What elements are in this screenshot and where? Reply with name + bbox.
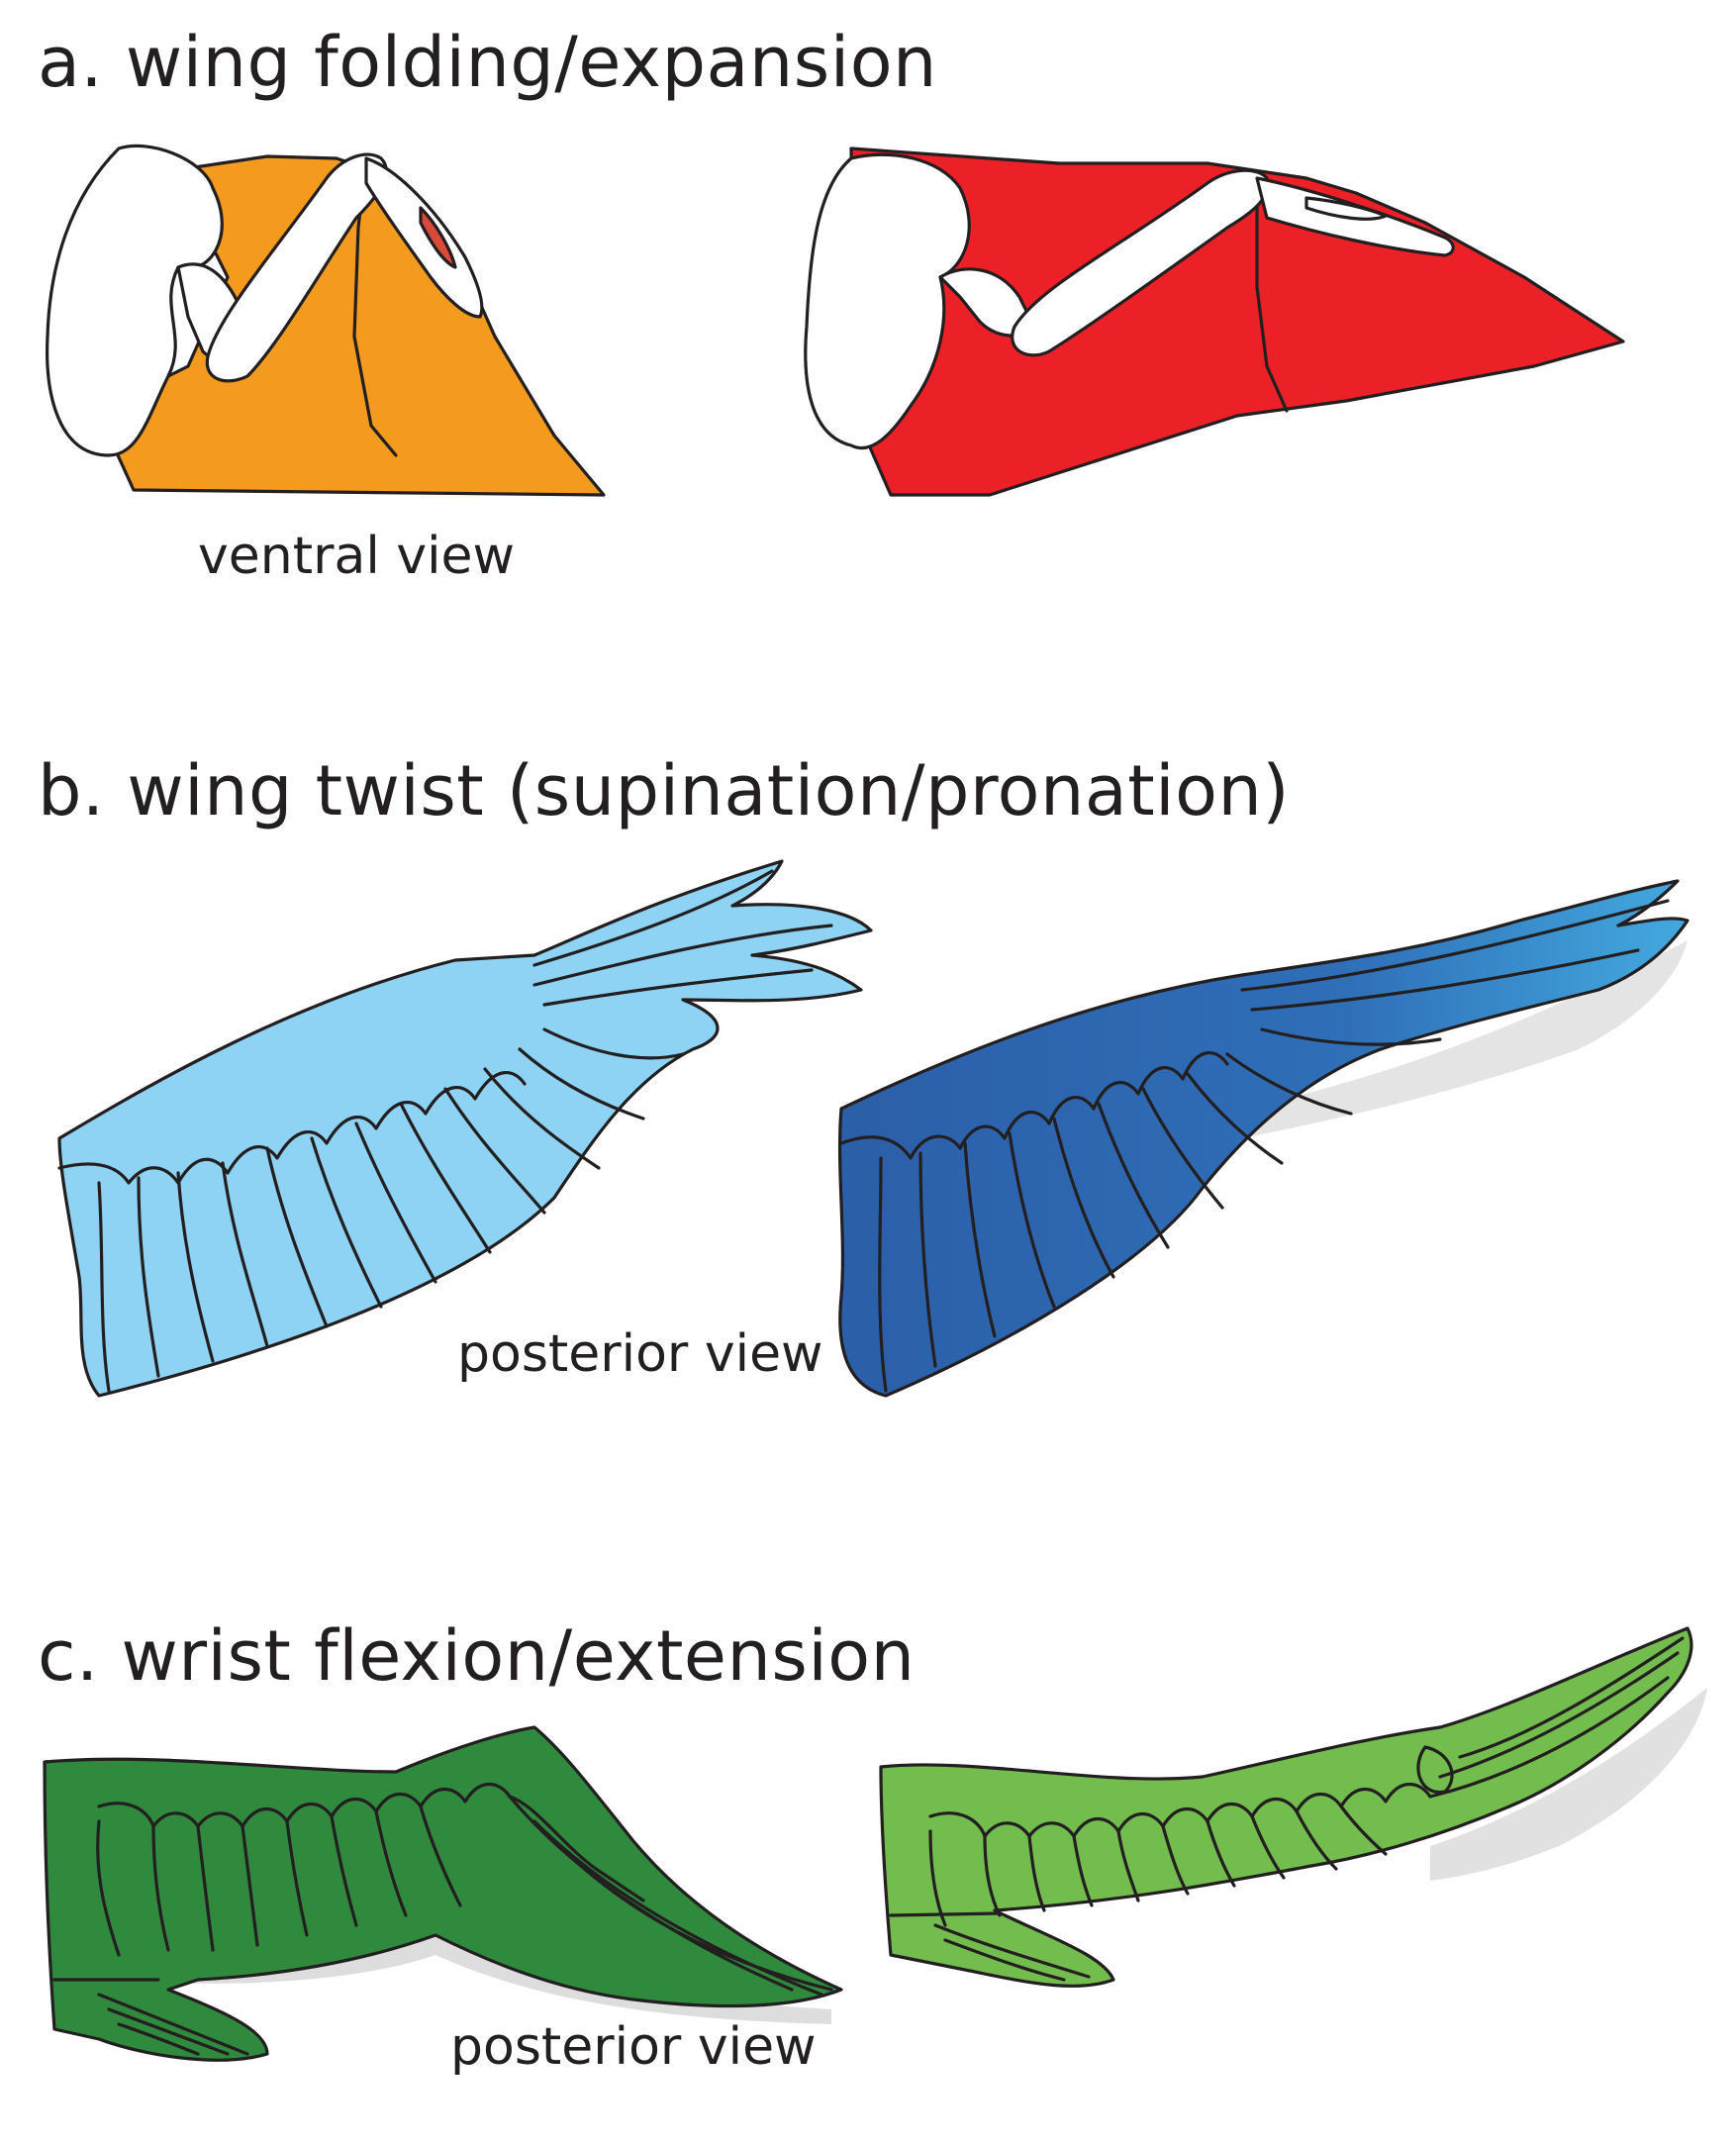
folded-wing-muscle <box>419 206 457 269</box>
panel-c-view-label: posterior view <box>450 2017 817 2077</box>
pronated-primary-feathers <box>1240 899 1670 1012</box>
expanded-wing-ventral-icon <box>804 146 1625 497</box>
extended-secondary-feathers <box>928 1805 1388 1927</box>
extended-primary-feathers <box>1428 1636 1685 1799</box>
pronated-secondary-feathers <box>878 1027 1442 1393</box>
flexed-secondary-feathers <box>96 1805 462 1957</box>
extended-alula-feathers <box>889 1911 1091 1982</box>
supinated-wing-body <box>57 859 873 1398</box>
shoulder-bone <box>46 144 224 457</box>
supinated-secondary-feathers <box>97 1027 685 1393</box>
pronated-wing-icon <box>837 879 1689 1398</box>
hand-bone <box>364 156 484 319</box>
shoulder-bone-expanded <box>804 152 971 450</box>
panel-a-view-label: ventral view <box>198 527 516 586</box>
pronated-wing-body <box>837 879 1689 1398</box>
panel-b-view-label: posterior view <box>457 1324 823 1384</box>
supinated-primary-feathers <box>532 869 833 1007</box>
flexed-wing-body <box>43 1725 843 2062</box>
folded-wing-ventral-icon <box>46 144 606 497</box>
extended-wrist-wing-icon <box>879 1626 1707 1988</box>
supinated-wing-icon <box>57 859 873 1398</box>
extended-wing-body <box>879 1626 1693 1988</box>
forearm-bone-expanded <box>1011 168 1270 357</box>
flexed-primary-feathers <box>508 1795 833 1997</box>
pronated-wing-shadow <box>1242 940 1688 1138</box>
flexed-wrist-wing-icon <box>43 1725 843 2062</box>
panel-c-title: c. wrist flexion/extension <box>38 1615 916 1697</box>
panel-b-title: b. wing twist (supination/pronation) <box>38 750 1291 831</box>
flexed-alula-feathers <box>52 1978 249 2056</box>
panel-a-title: a. wing folding/expansion <box>38 22 937 103</box>
